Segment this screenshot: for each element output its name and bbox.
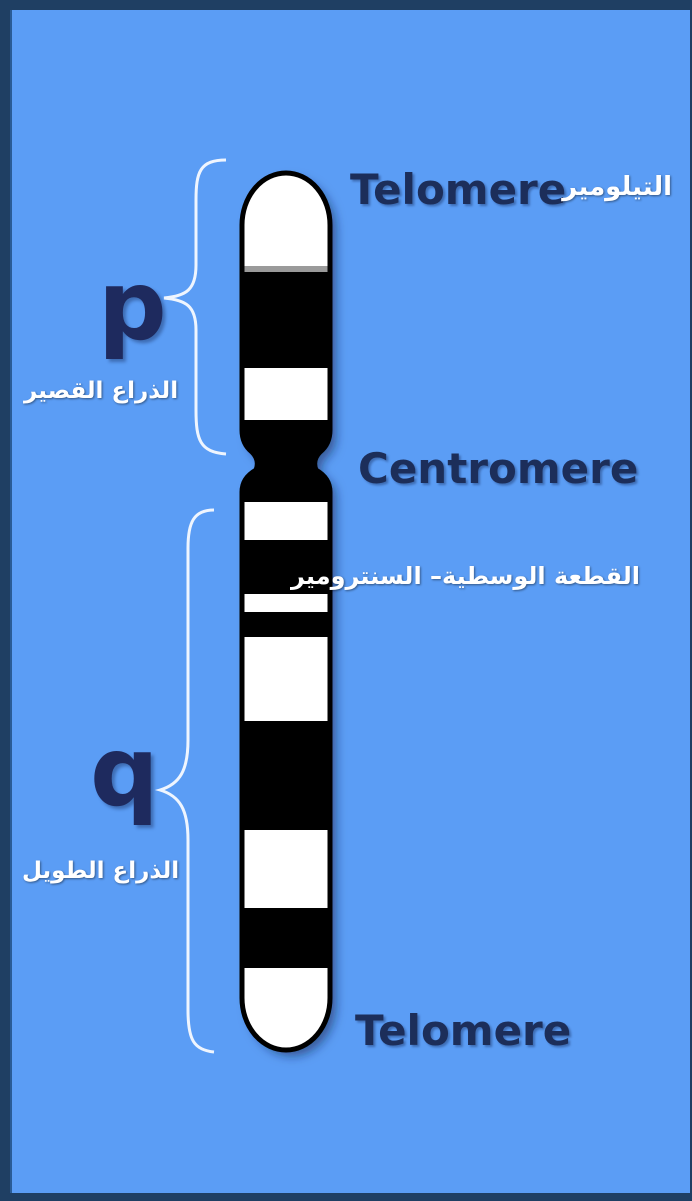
centromere-arabic-label: القطعة الوسطية– السنترومير bbox=[290, 562, 640, 590]
q-arm-brace bbox=[154, 508, 215, 1054]
band-q-3-light bbox=[242, 637, 330, 721]
chromosome-outline bbox=[239, 170, 333, 1053]
band-p-2-light bbox=[242, 368, 330, 420]
telomere-bottom-label: Telomere bbox=[355, 1006, 572, 1055]
q-arm-bands bbox=[242, 502, 330, 1048]
telomere-top-label: Telomere bbox=[350, 165, 567, 214]
band-q-1-light bbox=[242, 502, 330, 540]
band-p-1-light bbox=[242, 173, 330, 266]
band-q-5-light bbox=[242, 968, 330, 1048]
band-q-2-light bbox=[242, 594, 330, 612]
centromere-label: Centromere bbox=[358, 444, 639, 493]
q-arm-arabic-label: الذراع الطويل bbox=[22, 858, 180, 884]
telomere-top-arabic-label: التيلومير bbox=[562, 172, 672, 202]
p-arm-brace bbox=[163, 158, 227, 456]
band-p-1-grey bbox=[242, 266, 330, 272]
p-arm-label: p bbox=[98, 250, 167, 362]
p-arm-arabic-label: الذراع القصير bbox=[24, 378, 179, 404]
diagram-panel bbox=[10, 10, 690, 1193]
band-q-4-light bbox=[242, 830, 330, 908]
q-arm-label: q bbox=[90, 716, 159, 828]
